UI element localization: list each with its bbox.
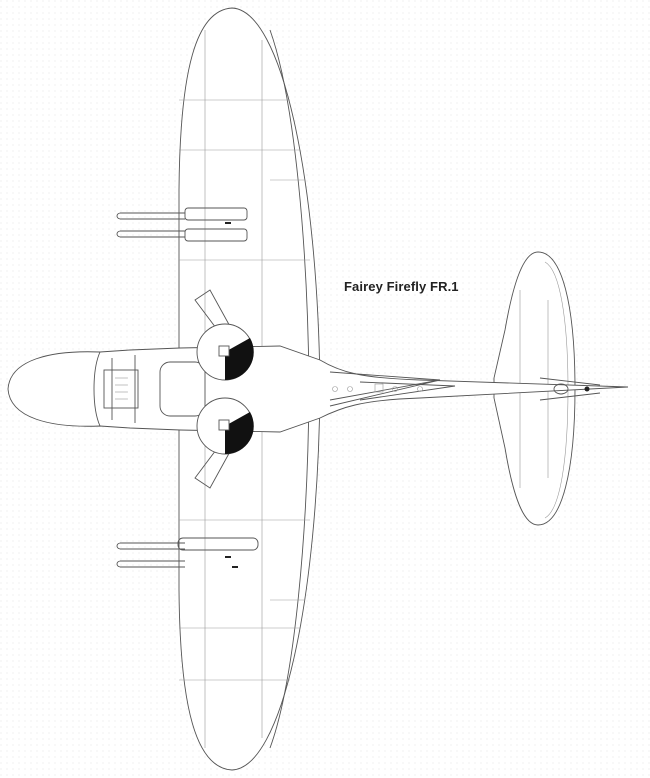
drawing-title: Fairey Firefly FR.1 [344,279,459,294]
main-wheel-upper [194,289,254,381]
fuselage [7,345,629,433]
main-wheel-lower [194,397,254,489]
rockets-lower [116,537,259,568]
rockets-upper [116,207,248,242]
